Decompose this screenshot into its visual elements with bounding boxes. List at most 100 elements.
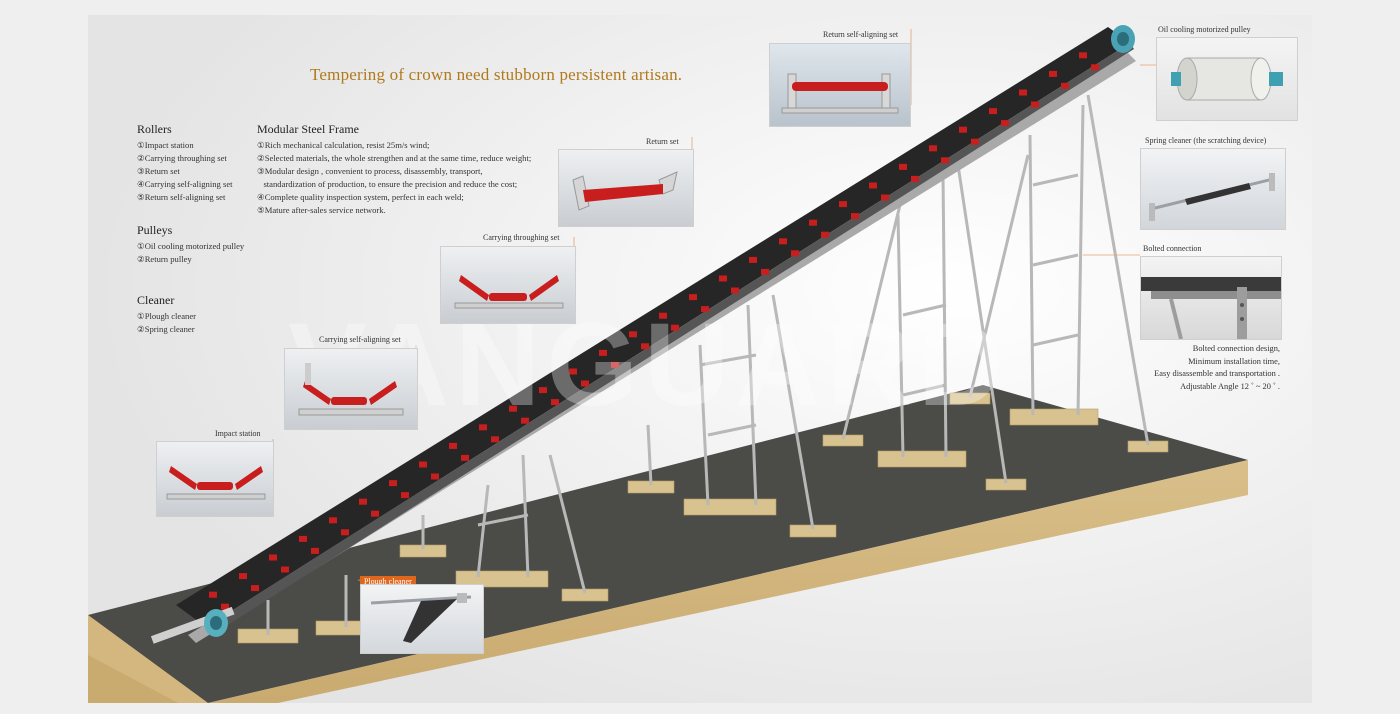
- idler-roller: [671, 324, 679, 331]
- rollers-item: ①Impact station: [137, 140, 194, 150]
- frame-item: ③Modular design , convenient to process,…: [257, 166, 483, 176]
- frame-title: Modular Steel Frame: [257, 122, 359, 136]
- frame-item: ⑤Mature after-sales service network.: [257, 205, 386, 215]
- rollers-item: ③Return set: [137, 166, 180, 176]
- oil-cooling-pulley-illustration: [1171, 57, 1283, 101]
- head-pulley: [1111, 25, 1135, 53]
- bolted-note: Bolted connection design,: [1192, 344, 1280, 353]
- idler-roller: [761, 268, 769, 275]
- idler-roller: [659, 312, 667, 319]
- conveyor-belt: [176, 27, 1130, 627]
- idler-roller: [221, 603, 229, 610]
- rollers-item: ⑤Return self-aligning set: [137, 192, 226, 202]
- idler-roller: [461, 454, 469, 461]
- bolted-connection-illustration: [1141, 277, 1281, 339]
- bolted-note: Minimum installation time,: [1188, 356, 1280, 366]
- idler-rollers: [209, 52, 1099, 610]
- return-set-image: [558, 149, 694, 227]
- idler-roller: [389, 480, 397, 487]
- idler-roller: [281, 566, 289, 573]
- idler-roller: [239, 573, 247, 580]
- idler-roller: [899, 163, 907, 170]
- bolted-connection-image: [1140, 256, 1282, 340]
- bolted-note: Adjustable Angle 12 ˚ ~ 20 ˚ .: [1180, 381, 1280, 391]
- idler-roller: [449, 442, 457, 449]
- idler-roller: [269, 554, 277, 561]
- frame-section: Modular Steel Frame ①Rich mechanical cal…: [257, 122, 531, 217]
- carrying-throughing-illustration: [454, 275, 564, 309]
- idler-roller: [689, 294, 697, 301]
- carrying-self-aligning-illustration: [298, 363, 404, 416]
- idler-roller: [419, 461, 427, 468]
- idler-roller: [251, 585, 259, 592]
- idler-roller: [1049, 70, 1057, 77]
- idler-roller: [749, 256, 757, 263]
- rollers-item: ④Carrying self-aligning set: [137, 179, 233, 189]
- callout-plough-label: Plough cleaner: [360, 571, 416, 589]
- idler-roller: [779, 238, 787, 245]
- idler-roller: [821, 231, 829, 238]
- frame-item: ①Rich mechanical calculation, resist 25m…: [257, 140, 430, 150]
- plough-cleaner-image: [360, 584, 484, 654]
- pulleys-item: ②Return pulley: [137, 254, 192, 264]
- idler-roller: [989, 108, 997, 115]
- idler-roller: [839, 201, 847, 208]
- callout-carrying-throughing-label: Carrying throughing set: [483, 233, 560, 242]
- idler-roller: [629, 331, 637, 338]
- frame-item: ④Complete quality inspection system, per…: [257, 192, 464, 202]
- idler-roller: [581, 380, 589, 387]
- idler-roller: [1031, 101, 1039, 108]
- carrying-self-aligning-image: [284, 348, 418, 430]
- idler-roller: [959, 126, 967, 133]
- idler-roller: [341, 529, 349, 536]
- idler-roller: [719, 275, 727, 282]
- frame-item: ②Selected materials, the whole strengthe…: [257, 153, 532, 163]
- idler-roller: [491, 436, 499, 443]
- cleaner-title: Cleaner: [137, 293, 175, 307]
- idler-roller: [401, 492, 409, 499]
- idler-roller: [1091, 64, 1099, 71]
- idler-roller: [311, 547, 319, 554]
- idler-roller: [929, 145, 937, 152]
- idler-roller: [1001, 120, 1009, 127]
- rollers-title: Rollers: [137, 122, 172, 136]
- impact-station-image: [156, 441, 274, 517]
- spring-cleaner-illustration: [1149, 173, 1275, 221]
- idler-roller: [611, 361, 619, 368]
- cleaner-item: ②Spring cleaner: [137, 324, 195, 334]
- idler-roller: [479, 424, 487, 431]
- return-self-aligning-illustration: [781, 73, 899, 114]
- rollers-item: ②Carrying throughing set: [137, 153, 227, 163]
- idler-roller: [971, 138, 979, 145]
- tail-pulley: [150, 606, 235, 644]
- rollers-section: Rollers ①Impact station ②Carrying throug…: [137, 122, 233, 204]
- idler-roller: [809, 219, 817, 226]
- headline: Tempering of crown need stubborn persist…: [310, 65, 683, 84]
- callout-bolted-label: Bolted connection: [1143, 244, 1202, 253]
- oil-cooling-pulley-image: [1156, 37, 1298, 121]
- plough-cleaner-illustration: [370, 593, 472, 643]
- spring-cleaner-image: [1140, 148, 1286, 230]
- idler-roller: [1079, 52, 1087, 59]
- idler-roller: [911, 175, 919, 182]
- carrying-throughing-image: [440, 246, 576, 324]
- idler-roller: [539, 387, 547, 394]
- idler-roller: [1019, 89, 1027, 96]
- callout-oil-cooling-label: Oil cooling motorized pulley: [1158, 25, 1251, 34]
- idler-roller: [1061, 82, 1069, 89]
- plough-cleaner-tag: Plough cleaner: [360, 576, 416, 587]
- callout-spring-cleaner-label: Spring cleaner (the scratching device): [1145, 136, 1267, 145]
- idler-roller: [509, 405, 517, 412]
- idler-roller: [359, 498, 367, 505]
- frame-item: standardization of production, to ensure…: [257, 179, 518, 189]
- return-set-illustration: [572, 171, 678, 211]
- infographic-canvas: VANGUARD Tempering of crown need stubbor…: [88, 15, 1312, 703]
- bolted-notes: Bolted connection design, Minimum instal…: [1154, 343, 1280, 393]
- idler-roller: [731, 287, 739, 294]
- cleaner-section: Cleaner ①Plough cleaner ②Spring cleaner: [137, 293, 196, 336]
- idler-roller: [371, 510, 379, 517]
- idler-roller: [941, 157, 949, 164]
- callout-impact-label: Impact station: [215, 429, 261, 438]
- return-self-aligning-image: [769, 43, 911, 127]
- callout-return-self-aligning-label: Return self-aligning set: [823, 30, 899, 39]
